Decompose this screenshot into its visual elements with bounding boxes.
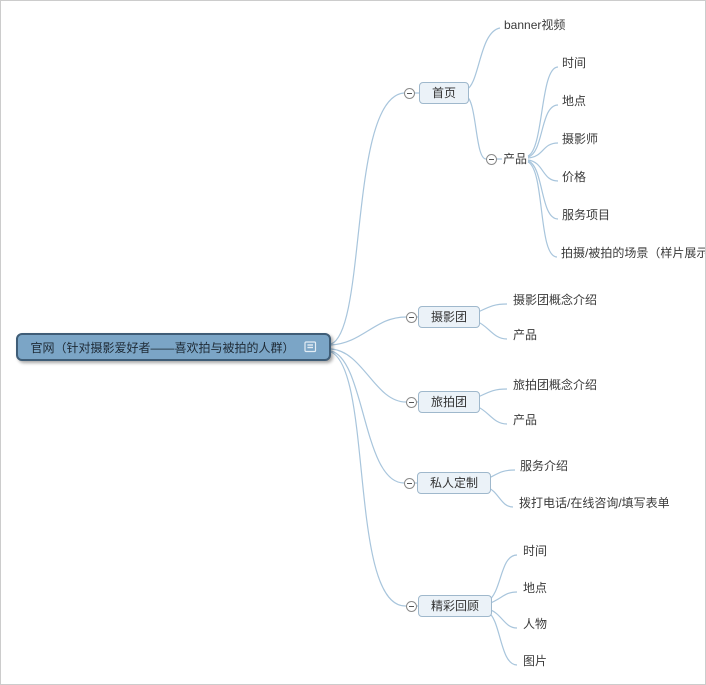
collapse-toggle-private[interactable]: [404, 478, 415, 489]
connector-root-private-custom: [330, 350, 405, 484]
collapse-toggle-product[interactable]: [486, 154, 497, 165]
topic-highlight-people[interactable]: 人物: [523, 617, 548, 631]
collapse-toggle-highlights[interactable]: [406, 601, 417, 612]
topic-travel-group-product[interactable]: 产品: [513, 413, 538, 427]
connector-travel-group-intro: [475, 388, 508, 399]
topic-location[interactable]: 地点: [562, 94, 587, 108]
topic-service-items[interactable]: 服务项目: [562, 208, 611, 222]
minus-icon: [409, 317, 414, 318]
connector-root-photo-group: [330, 316, 407, 346]
topic-homepage[interactable]: 首页: [419, 82, 470, 104]
topic-shoot-scenes[interactable]: 拍摄/被拍的场景（样片展示）: [561, 246, 706, 260]
connector-product-location: [527, 104, 559, 158]
topic-price[interactable]: 价格: [562, 170, 587, 184]
topic-highlights[interactable]: 精彩回顾: [418, 595, 493, 617]
topic-highlight-time[interactable]: 时间: [523, 544, 548, 558]
connector-root-travel-group: [330, 348, 407, 403]
minus-icon: [489, 159, 494, 160]
connector-travel-group-product: [475, 405, 508, 425]
collapse-toggle-photo-group[interactable]: [406, 312, 417, 323]
topic-highlight-photos[interactable]: 图片: [523, 654, 548, 668]
connector-photo-group-intro: [475, 303, 508, 314]
topic-photo-group-product[interactable]: 产品: [513, 328, 538, 342]
topic-photographer[interactable]: 摄影师: [562, 132, 599, 146]
topic-banner-video[interactable]: banner视频: [504, 18, 566, 32]
topic-travel-group[interactable]: 旅拍团: [418, 391, 481, 413]
connector-root-highlights: [330, 351, 407, 607]
connector-highlights-people: [487, 608, 518, 629]
topic-photo-group[interactable]: 摄影团: [418, 306, 481, 328]
minus-icon: [407, 93, 412, 94]
minus-icon: [409, 606, 414, 607]
topic-contact-methods[interactable]: 拨打电话/在线咨询/填写表单: [519, 496, 670, 510]
minus-icon: [409, 402, 414, 403]
connector-product-scenes: [527, 161, 558, 258]
connector-homepage-banner: [465, 27, 501, 91]
collapse-toggle-travel-group[interactable]: [406, 397, 417, 408]
connector-product-price: [527, 159, 559, 182]
root-topic-label: 官网（针对摄影爱好者——喜欢拍与被拍的人群）: [30, 340, 295, 355]
topic-photo-group-intro[interactable]: 摄影团概念介绍: [513, 293, 598, 307]
connector-root-homepage: [330, 92, 405, 345]
topic-product[interactable]: 产品: [503, 152, 528, 166]
connector-homepage-product: [465, 95, 487, 160]
connector-private-service-intro: [486, 469, 516, 480]
root-topic[interactable]: 官网（针对摄影爱好者——喜欢拍与被拍的人群）: [16, 333, 331, 361]
collapse-toggle-homepage[interactable]: [404, 88, 415, 99]
minus-icon: [407, 483, 412, 484]
connector-highlights-time: [487, 554, 518, 602]
connector-product-time: [527, 66, 559, 157]
topic-highlight-location[interactable]: 地点: [523, 581, 548, 595]
connector-photo-group-product: [475, 320, 508, 340]
notes-icon[interactable]: [303, 341, 317, 353]
connector-highlights-location: [487, 591, 518, 605]
topic-travel-group-intro[interactable]: 旅拍团概念介绍: [513, 378, 598, 392]
connector-product-photographer: [527, 142, 559, 159]
topic-private-custom[interactable]: 私人定制: [417, 472, 492, 494]
connector-highlights-photos: [487, 611, 518, 666]
topic-service-intro[interactable]: 服务介绍: [520, 459, 569, 473]
topic-time[interactable]: 时间: [562, 56, 587, 70]
connector-product-services: [527, 160, 559, 220]
